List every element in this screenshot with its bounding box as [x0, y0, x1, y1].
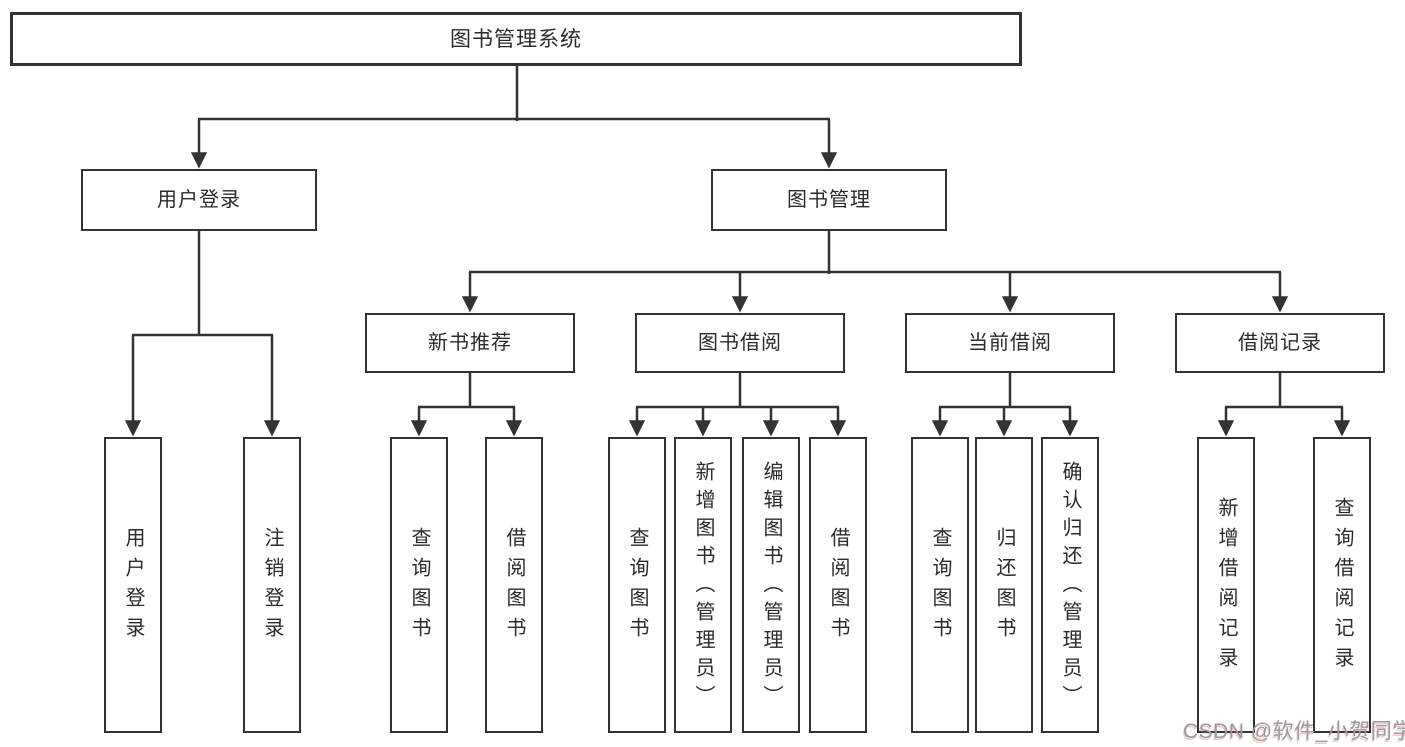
node-library-system: 图书管理系统: [10, 12, 1022, 66]
leaf-recommend-query-books: 查询图书: [390, 437, 448, 733]
leaf-logout: 注销登录: [243, 437, 301, 733]
leaf-borrow-add-books-admin: 新增图书（管理员）: [674, 437, 732, 733]
leaf-recommend-borrow-books: 借阅图书: [485, 437, 543, 733]
node-book-borrowing: 图书借阅: [635, 313, 845, 373]
leaf-current-return-books: 归还图书: [975, 437, 1033, 733]
node-current-borrowing: 当前借阅: [905, 313, 1115, 373]
leaf-records-add-record: 新增借阅记录: [1197, 437, 1255, 733]
leaf-current-confirm-return-admin: 确认归还（管理员）: [1041, 437, 1099, 733]
leaf-borrow-borrow-books: 借阅图书: [809, 437, 867, 733]
node-borrowing-records: 借阅记录: [1175, 313, 1385, 373]
leaf-records-query-record: 查询借阅记录: [1313, 437, 1371, 733]
csdn-watermark: CSDN @软件_小贺同学: [1183, 720, 1405, 743]
node-user-login: 用户登录: [81, 169, 317, 231]
leaf-user-login: 用户登录: [104, 437, 162, 733]
leaf-current-query-books: 查询图书: [911, 437, 969, 733]
node-book-management: 图书管理: [711, 169, 947, 231]
leaf-borrow-query-books: 查询图书: [608, 437, 666, 733]
node-new-book-recommend: 新书推荐: [365, 313, 575, 373]
leaf-borrow-edit-books-admin: 编辑图书（管理员）: [742, 437, 800, 733]
